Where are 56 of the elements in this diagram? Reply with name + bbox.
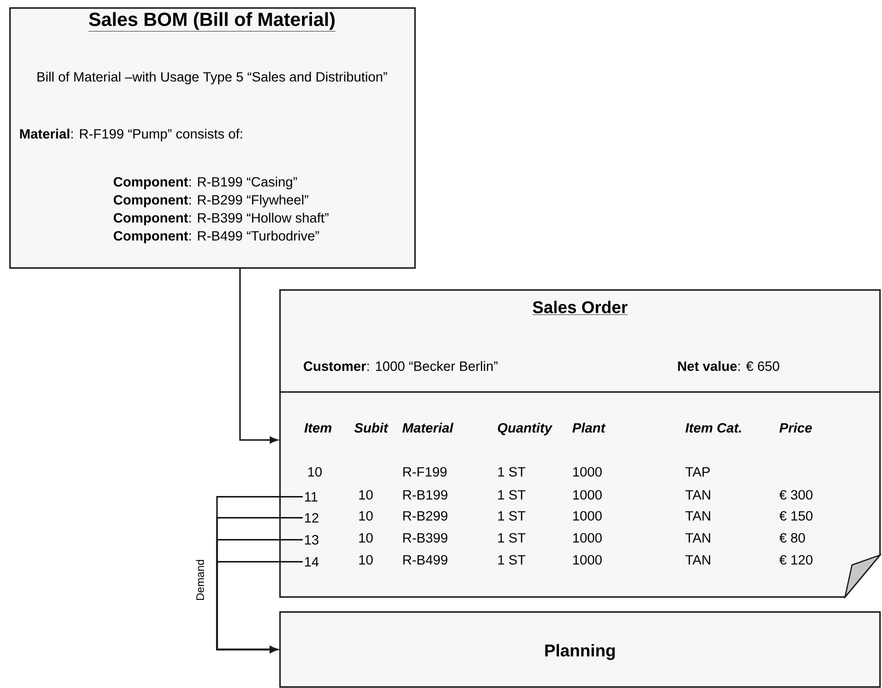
table-cell: 1000 [573,490,602,500]
text-line: Component: R-B399 “Hollow shaft” [114,212,328,226]
text-line: Component: R-B299 “Flywheel” [114,194,308,208]
column-header: Quantity [498,422,553,436]
table-cell: € 300 [779,490,812,500]
table-cell: € 120 [779,555,812,565]
text-line: Component: R-B199 “Casing” [114,176,297,190]
table-cell: 10 [359,490,373,500]
column-header: Price [779,422,812,433]
table-cell: TAP [686,467,710,476]
table-cell: R-F199 [403,467,447,477]
process-box [279,611,881,688]
table-cell: TAN [686,533,710,542]
text-line: Material: R-F199 “Pump” consists of: [20,128,242,142]
table-cell: 1 ST [498,555,526,565]
arrow [216,561,303,653]
table-cell: 1000 [573,467,602,477]
table-cell: 1 ST [498,467,526,477]
table-cell: TAN [686,555,710,564]
column-header: Material [402,422,454,433]
table-cell: 1000 [573,533,602,543]
text-line: Customer: 1000 “Becker Berlin” [304,361,498,371]
column-header: Item [304,423,332,433]
table-cell: 1 ST [498,490,526,500]
edge-label: Demand [194,558,206,602]
table-cell: 1 ST [498,533,526,543]
text-line: Net value: € 650 [678,361,780,371]
table-cell: TAN [686,490,710,500]
column-header: Item Cat. [685,423,742,433]
table-cell: R-B299 [403,511,448,521]
table-cell: 1000 [573,555,602,565]
table-cell: € 80 [779,533,805,543]
table-cell: € 150 [779,511,812,521]
text-line: Bill of Material –with Usage Type 5 “Sales and Distribution” [38,72,388,84]
item-number: 14 [305,557,319,566]
table-cell: 1000 [573,511,602,521]
process-box [9,7,416,269]
table-cell: R-B499 [403,555,448,565]
column-header: Plant [572,422,606,433]
item-number: 13 [305,535,318,545]
heading: Sales BOM (Bill of Material) [88,12,336,32]
arrow [239,268,278,444]
heading: Planning [545,644,615,660]
table-cell: 10 [359,555,373,565]
table-cell: 10 [359,533,373,543]
heading: Sales Order [532,300,628,315]
table-cell: 10 [308,467,322,477]
table-cell: 1 ST [498,511,526,521]
item-number: 12 [305,513,318,523]
item-number: 11 [305,492,318,502]
column-header: Subit [354,422,388,433]
table-cell: 10 [359,511,373,521]
table-cell: TAN [686,511,710,520]
table-cell: R-B399 [403,533,448,543]
text-line: Component: R-B499 “Turbodrive” [114,230,319,244]
table-cell: R-B199 [403,490,448,500]
